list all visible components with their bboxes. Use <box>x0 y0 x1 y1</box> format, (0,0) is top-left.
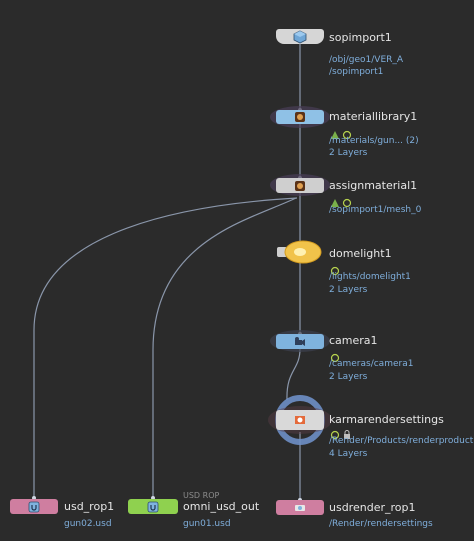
flag-icon <box>330 261 340 276</box>
wire-camera-karma <box>286 348 301 401</box>
node-name-assignmaterial1: assignmaterial1 <box>329 179 418 192</box>
wire-assignmaterial-omni <box>152 197 297 498</box>
node-layers-camera1: 2 Layers <box>329 372 368 382</box>
render-settings-icon <box>295 416 305 424</box>
wire-dots <box>32 108 302 502</box>
flag-icon <box>342 125 352 140</box>
node-omni-usd-out[interactable] <box>128 499 178 514</box>
warning-icon <box>330 125 340 139</box>
node-path-assignmaterial1: /sopimport1/mesh_0 <box>329 205 422 215</box>
node-name-domelight1: domelight1 <box>329 247 392 260</box>
warning-icon <box>330 193 340 207</box>
flag-icon <box>330 348 340 363</box>
flag-icon <box>330 425 340 440</box>
node-path-karmarendersettings: /Render/Products/renderproduct <box>329 436 474 446</box>
node-name-sopimport1: sopimport1 <box>329 31 392 44</box>
node-path-domelight1: /lights/domelight1 <box>329 272 411 282</box>
node-path-usdrender-rop1: /Render/rendersettings <box>329 519 433 529</box>
usd-icon <box>28 501 40 512</box>
node-type-label: USD ROP <box>183 491 220 500</box>
usd-icon <box>147 501 159 512</box>
node-name-karmarendersettings: karmarendersettings <box>329 413 444 426</box>
node-usd-rop1[interactable] <box>10 499 58 514</box>
node-usdrender-rop1[interactable] <box>276 500 324 515</box>
lightbulb-icon <box>277 240 322 264</box>
node-name-omni-usd-out: omni_usd_out <box>183 500 260 513</box>
node-path-camera1: /cameras/camera1 <box>329 359 414 369</box>
node-name-camera1: camera1 <box>329 334 378 347</box>
camera-icon <box>295 336 305 346</box>
node-name-materiallibrary1: materiallibrary1 <box>329 110 418 123</box>
node-materiallibrary1[interactable] <box>276 110 324 124</box>
node-path-sopimport1: /obj/geo1/VER_A <box>329 55 404 65</box>
node-name-usdrender-rop1: usdrender_rop1 <box>329 501 416 514</box>
lock-icon <box>342 425 352 439</box>
node-domelight1[interactable] <box>277 240 323 264</box>
render-rop-icon <box>295 504 305 511</box>
assign-material-icon <box>295 180 305 191</box>
node-layers-domelight1: 2 Layers <box>329 285 368 295</box>
node-assignmaterial1[interactable] <box>276 178 324 193</box>
node-karmarendersettings[interactable] <box>276 410 324 430</box>
wire-assignmaterial-usdrop <box>33 197 298 498</box>
node-wires <box>33 44 301 500</box>
node-camera1[interactable] <box>276 334 324 349</box>
node-path2-sopimport1: /sopimport1 <box>329 67 384 77</box>
material-ball-icon <box>295 112 305 122</box>
cube-icon <box>293 30 307 43</box>
node-path-usd-rop1: gun02.usd <box>64 519 112 529</box>
node-sopimport1[interactable] <box>276 29 324 44</box>
flag-icon <box>342 193 352 208</box>
node-path-materiallibrary1: /materials/gun... (2) <box>329 136 419 146</box>
node-layers-materiallibrary1: 2 Layers <box>329 148 368 158</box>
node-path-omni-usd-out: gun01.usd <box>183 519 231 529</box>
node-name-usd-rop1: usd_rop1 <box>64 500 115 513</box>
node-layers-karmarendersettings: 4 Layers <box>329 449 368 459</box>
